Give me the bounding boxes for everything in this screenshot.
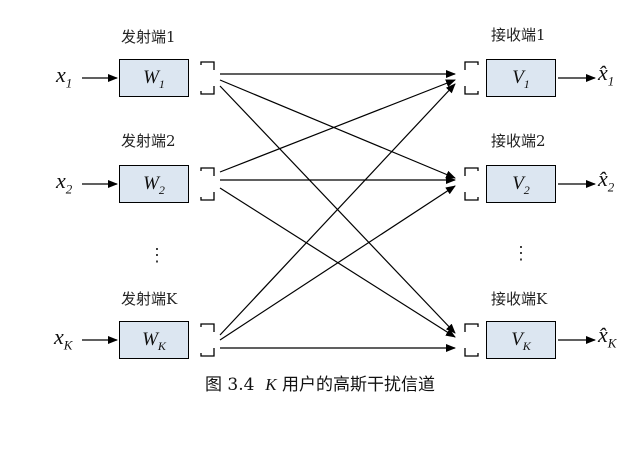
output-signal-1: x̂1 (598, 60, 615, 89)
figure-caption: 图 3.4 K 用户的高斯干扰信道 (0, 370, 640, 395)
precoder-box-2: W2 (119, 165, 189, 203)
caption-text: 用户的高斯干扰信道 (282, 375, 435, 395)
rx-antenna-k (464, 323, 479, 357)
rx-label-2: 接收端2 (491, 132, 546, 150)
precoder-box-1: W1 (119, 59, 189, 97)
precoder-label-1: W1 (143, 67, 165, 91)
decoder-label-1: V1 (512, 67, 530, 91)
precoder-label-k: WK (142, 329, 166, 353)
link-2-1 (219, 79, 456, 173)
link-k-1 (219, 83, 456, 336)
link-1-2 (219, 79, 456, 179)
input-signal-k: xK (54, 324, 73, 353)
rx-ellipsis: ⋮ (512, 243, 530, 264)
decoder-box-2: V2 (486, 165, 556, 203)
rx-label-k: 接收端K (491, 290, 548, 308)
rx-antenna-1 (464, 61, 479, 95)
tx-label-k: 发射端K (121, 290, 178, 308)
output-signal-k: x̂K (598, 322, 617, 351)
caption-prefix: 图 3.4 (204, 375, 255, 395)
rx-antenna-2 (464, 167, 479, 201)
precoder-box-k: WK (119, 321, 189, 359)
decoder-box-1: V1 (486, 59, 556, 97)
tx-antenna-k (200, 323, 215, 357)
precoder-label-2: W2 (143, 173, 165, 197)
input-signal-1: x1 (56, 62, 73, 91)
link-k-2 (219, 185, 456, 341)
input-signal-2: x2 (56, 168, 73, 197)
tx-antenna-2 (200, 167, 215, 201)
output-signal-2: x̂2 (598, 166, 615, 195)
decoder-label-2: V2 (512, 173, 530, 197)
tx-antenna-1 (200, 61, 215, 95)
decoder-box-k: VK (486, 321, 556, 359)
caption-variable: K (265, 375, 277, 394)
decoder-label-k: VK (511, 329, 531, 353)
tx-ellipsis: ⋮ (148, 245, 166, 266)
tx-label-2: 发射端2 (121, 132, 176, 150)
tx-label-1: 发射端1 (121, 28, 176, 46)
rx-label-1: 接收端1 (491, 26, 546, 44)
